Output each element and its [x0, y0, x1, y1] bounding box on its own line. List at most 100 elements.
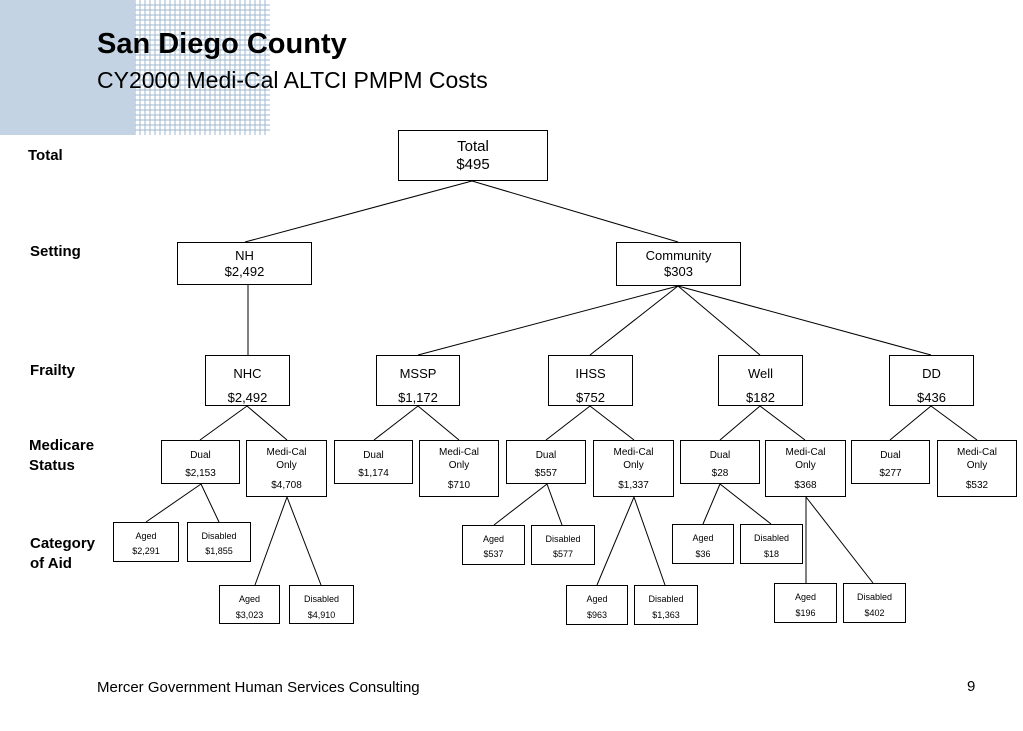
node-nh-value: $2,492	[224, 264, 265, 279]
node-ihss-medi-label: Medi-Cal Only	[613, 447, 654, 471]
node-well-medi-label: Medi-Cal Only	[785, 447, 826, 471]
connector-total-community	[471, 180, 679, 243]
node-well-medi-aged-value: $196	[795, 608, 816, 618]
node-dd-dual-label: Dual	[880, 450, 901, 461]
node-ihss-dual-disabled-value: $577	[552, 549, 574, 559]
node-nhc-medi-disabled-label: Disabled	[303, 594, 340, 604]
node-nhc-medi-disabled: Disabled $4,910	[289, 585, 354, 624]
page-title: San Diego County	[97, 28, 347, 60]
connector-community-mssp	[417, 285, 679, 356]
footer-text: Mercer Government Human Services Consult…	[97, 679, 420, 696]
node-nhc-dual-disabled-label: Disabled	[201, 531, 237, 541]
node-nh-label: NH	[235, 248, 254, 263]
node-nhc-dual-disabled: Disabled $1,855	[187, 522, 251, 562]
connector-nhc-dual	[199, 405, 248, 441]
connector-dd-medi	[930, 405, 978, 441]
node-mssp-medi-label: Medi-Cal Only	[438, 447, 479, 471]
node-nhc-medi-aged-value: $3,023	[235, 610, 264, 620]
node-community: Community $303	[616, 242, 741, 286]
node-well-medi-aged-label: Aged	[794, 592, 817, 602]
node-ihss-dual-aged-label: Aged	[482, 534, 505, 544]
row-label-total: Total	[28, 147, 63, 164]
connector-well-dual-aged	[702, 483, 721, 525]
node-dd-value: $436	[917, 390, 946, 405]
node-mssp-dual-value: $1,174	[358, 468, 389, 479]
node-ihss-medi-cal-only: Medi-Cal Only $1,337	[593, 440, 674, 497]
node-total-value: $495	[456, 156, 490, 173]
connector-nhc-medi	[246, 405, 288, 441]
connector-ihss-medi	[589, 405, 635, 441]
node-nhc-medi-cal-only: Medi-Cal Only $4,708	[246, 440, 327, 497]
row-label-setting: Setting	[30, 243, 81, 260]
node-ihss-medi-disabled-label: Disabled	[648, 594, 684, 604]
node-nhc-medi-aged: Aged $3,023	[219, 585, 280, 624]
node-well-dual-disabled-label: Disabled	[753, 533, 790, 543]
connector-nhc-dual-aged	[145, 483, 202, 523]
connector-well-dual	[719, 405, 761, 441]
connector-nhc-dual-disabled	[200, 483, 220, 523]
node-ihss-dual-disabled-label: Disabled	[545, 534, 581, 544]
row-label-category-line1: Category	[30, 535, 96, 552]
node-nhc-medi-disabled-value: $4,910	[307, 610, 336, 620]
node-well-label: Well	[747, 366, 774, 381]
connector-well-medi-disabled	[805, 496, 874, 584]
node-ihss-medi-disabled-value: $1,363	[652, 610, 680, 620]
node-well-medi-disabled-value: $402	[864, 608, 885, 618]
node-community-value: $303	[664, 264, 693, 279]
node-ihss-medi-aged-label: Aged	[586, 594, 608, 604]
row-label-medicare-line1: Medicare	[29, 437, 95, 454]
node-nhc-dual-aged-value: $2,291	[132, 546, 160, 556]
node-well-value: $182	[746, 390, 775, 405]
connector-ihss-medi-aged	[596, 496, 635, 586]
connector-well-dual-disabled	[719, 483, 772, 525]
node-ihss: IHSS $752	[548, 355, 633, 406]
connector-mssp-medi	[417, 405, 460, 441]
node-total-label: Total	[457, 138, 489, 155]
node-dd: DD $436	[889, 355, 974, 406]
node-nhc-medi-value: $4,708	[271, 480, 302, 491]
node-nhc-medi-aged-label: Aged	[238, 594, 261, 604]
connector-ihss-dual	[545, 405, 591, 441]
node-dd-dual-value: $277	[879, 468, 902, 479]
grid-pattern	[135, 0, 270, 135]
connector-community-well	[677, 285, 761, 356]
node-well: Well $182	[718, 355, 803, 406]
node-well-dual-aged-value: $36	[695, 549, 711, 559]
connector-well-medi	[759, 405, 806, 441]
node-mssp-medi-value: $710	[447, 480, 471, 491]
row-label-medicare-line2: Status	[29, 457, 75, 474]
node-nhc-dual-value: $2,153	[185, 468, 216, 479]
row-label-category-of-aid: Category of Aid	[30, 534, 95, 574]
node-nhc: NHC $2,492	[205, 355, 290, 406]
node-community-label: Community	[645, 248, 712, 263]
connector-nhc-medi-disabled	[286, 496, 322, 586]
connector-community-ihss	[589, 285, 679, 356]
connector-ihss-medi-disabled	[633, 496, 666, 586]
node-ihss-dual-label: Dual	[535, 450, 557, 461]
node-well-dual-label: Dual	[709, 450, 731, 461]
node-nhc-dual: Dual $2,153	[161, 440, 240, 484]
node-nhc-dual-label: Dual	[190, 450, 211, 461]
page-subtitle: CY2000 Medi-Cal ALTCI PMPM Costs	[97, 67, 488, 93]
node-well-dual-value: $28	[711, 468, 729, 479]
page-number: 9	[967, 678, 976, 695]
node-dd-label: DD	[922, 366, 941, 381]
node-mssp-value: $1,172	[398, 390, 438, 405]
node-nhc-dual-disabled-value: $1,855	[205, 546, 233, 556]
node-ihss-dual: Dual $557	[506, 440, 586, 484]
node-nhc-dual-aged-label: Aged	[135, 531, 157, 541]
node-mssp-dual: Dual $1,174	[334, 440, 413, 484]
node-well-medi-value: $368	[794, 480, 817, 491]
corner-decoration	[0, 0, 270, 135]
node-total: Total $495	[398, 130, 548, 181]
node-well-medi-cal-only: Medi-Cal Only $368	[765, 440, 846, 497]
node-well-medi-disabled-label: Disabled	[856, 592, 893, 602]
node-well-dual: Dual $28	[680, 440, 760, 484]
node-ihss-medi-disabled: Disabled $1,363	[634, 585, 698, 625]
connector-ihss-dual-aged	[493, 483, 548, 526]
node-ihss-medi-aged-value: $963	[586, 610, 608, 620]
node-ihss-label: IHSS	[575, 366, 606, 381]
node-well-medi-aged: Aged $196	[774, 583, 837, 623]
node-mssp-label: MSSP	[399, 366, 437, 381]
row-label-frailty: Frailty	[30, 362, 76, 379]
